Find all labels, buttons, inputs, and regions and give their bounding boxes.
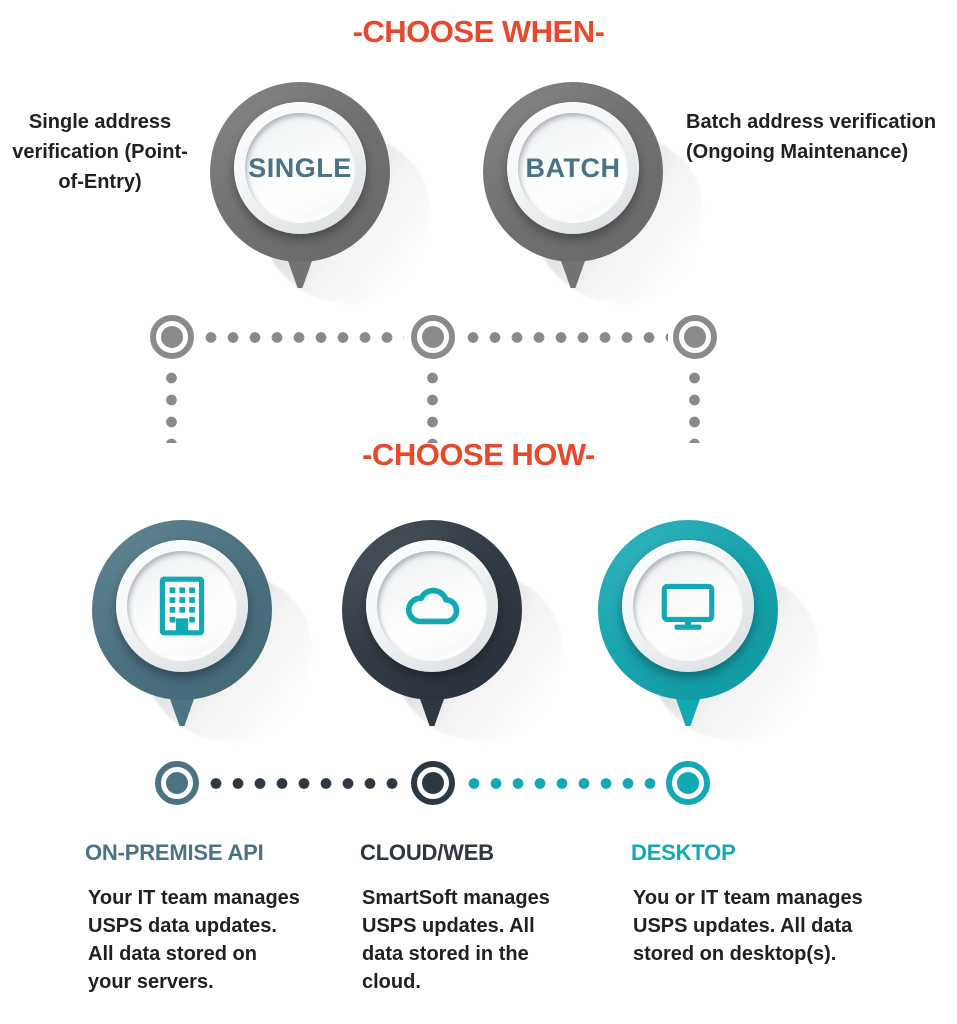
connector-node-left-core	[161, 326, 183, 348]
pin-dial-inner	[127, 551, 237, 661]
choose-how-title: -CHOOSE HOW-	[362, 437, 595, 472]
column-heading-cloud: CLOUD/WEB	[360, 840, 494, 865]
pin-single[interactable]: SINGLE	[210, 82, 430, 304]
connector-dots-right	[462, 332, 668, 343]
column-heading-on-premise: ON-PREMISE API	[85, 840, 264, 865]
single-address-caption: Single address verification (Point-of-En…	[12, 111, 188, 193]
connector-node-right-core	[684, 326, 706, 348]
pin-dial-inner	[377, 551, 487, 661]
connector-dots-left-lower	[205, 778, 405, 789]
column-body-cloud: SmartSoft manages USPS updates. All data…	[362, 887, 550, 993]
pin-desktop[interactable]	[598, 520, 818, 742]
connector-node-cloud	[411, 761, 455, 805]
connector-drop-center	[427, 367, 438, 443]
connector-node-left	[150, 315, 194, 359]
column-body-on-premise: Your IT team manages USPS data updates. …	[88, 887, 300, 993]
building-icon	[159, 576, 205, 636]
pin-dial	[622, 540, 754, 672]
column-body-desktop: You or IT team manages USPS updates. All…	[633, 887, 863, 965]
connector-drop-right	[689, 367, 700, 443]
cloud-icon	[405, 587, 460, 625]
pin-cloud[interactable]	[342, 520, 562, 742]
pin-dial	[116, 540, 248, 672]
connector-dots-right-lower	[463, 778, 663, 789]
batch-address-caption: Batch address verification (Ongoing Main…	[686, 111, 937, 163]
monitor-icon	[661, 583, 715, 630]
connector-node-center-core	[422, 326, 444, 348]
pin-dial: BATCH	[507, 102, 639, 234]
pin-dial-inner	[633, 551, 743, 661]
pin-dial-inner: SINGLE	[245, 113, 355, 223]
pin-dial	[366, 540, 498, 672]
pin-label-batch: BATCH	[525, 152, 621, 183]
connector-node-on-premise	[155, 761, 199, 805]
connector-drop-left	[166, 367, 177, 443]
connector-node-desktop-core	[677, 772, 699, 794]
connector-node-on-premise-core	[166, 772, 188, 794]
pin-on-premise[interactable]	[92, 520, 312, 742]
connector-node-right	[673, 315, 717, 359]
choose-when-title: -CHOOSE WHEN-	[352, 14, 605, 49]
pin-label-single: SINGLE	[248, 152, 352, 183]
connector-node-cloud-core	[422, 772, 444, 794]
pin-dial-inner: BATCH	[518, 113, 628, 223]
column-heading-desktop: DESKTOP	[631, 840, 736, 865]
connector-dots-left	[200, 332, 404, 343]
connector-node-center	[411, 315, 455, 359]
connector-node-desktop	[666, 761, 710, 805]
pin-batch[interactable]: BATCH	[483, 82, 703, 304]
pin-dial: SINGLE	[234, 102, 366, 234]
